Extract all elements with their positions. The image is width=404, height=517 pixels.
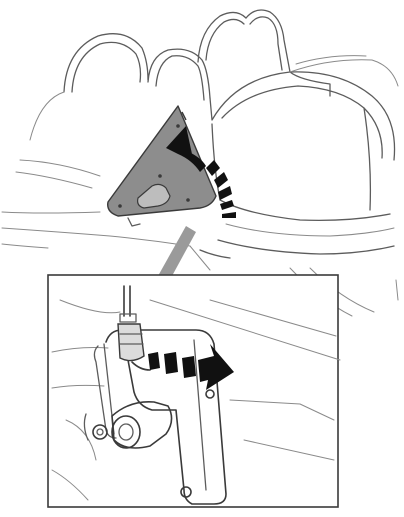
rear-left-seat — [30, 34, 148, 140]
front-seat-cushion — [200, 200, 394, 258]
detail-inset — [48, 275, 340, 507]
rear-right-seat — [198, 10, 330, 96]
callout-pointer — [158, 226, 196, 276]
